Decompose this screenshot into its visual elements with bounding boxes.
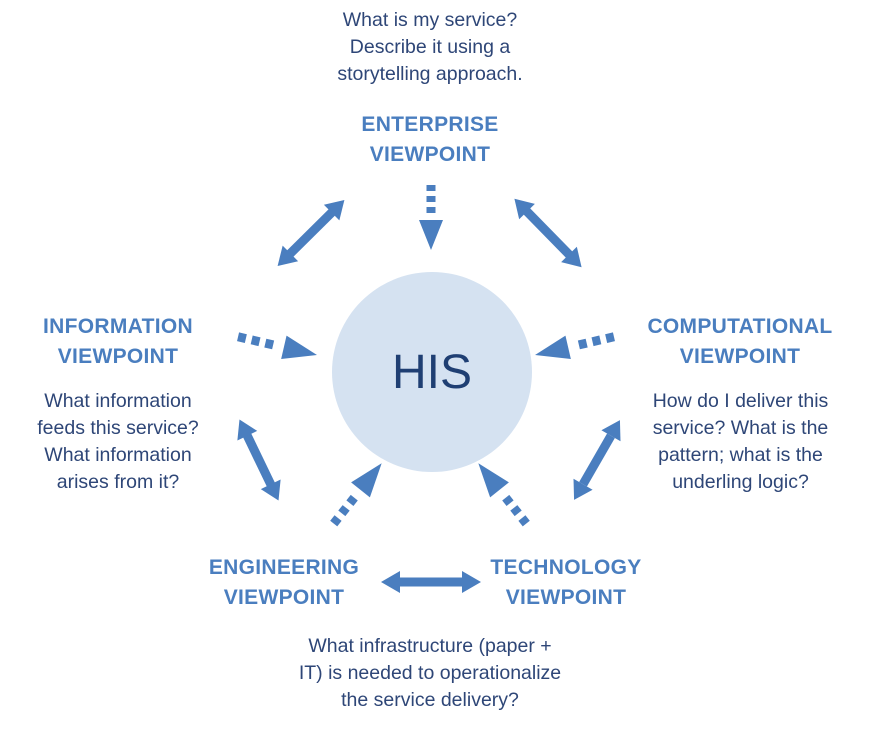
enterprise-title-line: ENTERPRISE: [361, 113, 499, 136]
dotted-arrow-engineering: [330, 463, 382, 527]
arrow-enterprise-information: [277, 199, 345, 267]
computational-description-line: How do I deliver this: [652, 390, 829, 412]
information-title-line: VIEWPOINT: [57, 345, 179, 368]
computational-description: How do I deliver this service? What is t…: [618, 388, 863, 496]
enterprise-description-line: Describe it using a: [349, 36, 511, 58]
information-description-line: feeds this service?: [37, 417, 199, 439]
information-description-line: arises from it?: [56, 471, 180, 493]
dotted-arrow-computational: [535, 332, 615, 360]
infrastructure-description-line: What infrastructure (paper +: [308, 635, 552, 657]
information-description-line: What information: [44, 444, 192, 466]
computational-description-line: service? What is the: [652, 417, 829, 439]
enterprise-description-line: storytelling approach.: [337, 63, 523, 85]
computational-viewpoint-title: COMPUTATIONAL VIEWPOINT: [620, 312, 860, 372]
arrow-enterprise-computational: [514, 198, 582, 268]
his-hub-label: HIS: [391, 345, 472, 399]
enterprise-title-line: VIEWPOINT: [369, 143, 491, 166]
his-hub-circle: [332, 272, 532, 472]
arrow-computational-technology: [573, 420, 621, 500]
infrastructure-description-line: the service delivery?: [341, 689, 519, 711]
technology-title-line: TECHNOLOGY: [490, 556, 642, 579]
arrow-engineering-technology: [381, 571, 481, 593]
enterprise-description-line: What is my service?: [342, 9, 518, 31]
infrastructure-description: What infrastructure (paper + IT) is need…: [250, 633, 610, 714]
information-viewpoint-title: INFORMATION VIEWPOINT: [8, 312, 228, 372]
infrastructure-description-line: IT) is needed to operationalize: [298, 662, 562, 684]
engineering-viewpoint-title: ENGINEERING VIEWPOINT: [174, 553, 394, 613]
engineering-title-line: ENGINEERING: [208, 556, 360, 579]
enterprise-viewpoint-title: ENTERPRISE VIEWPOINT: [300, 110, 560, 170]
information-description-line: What information: [44, 390, 192, 412]
dotted-arrow-technology: [478, 463, 530, 527]
technology-title-line: VIEWPOINT: [505, 586, 627, 609]
information-description: What information feeds this service? Wha…: [8, 388, 228, 496]
computational-description-line: underling logic?: [672, 471, 809, 493]
technology-viewpoint-title: TECHNOLOGY VIEWPOINT: [456, 553, 676, 613]
computational-title-line: VIEWPOINT: [679, 345, 801, 368]
arrow-information-engineering: [237, 419, 281, 501]
enterprise-description: What is my service? Describe it using a …: [270, 7, 590, 88]
computational-title-line: COMPUTATIONAL: [647, 315, 833, 338]
dotted-arrow-information: [237, 332, 317, 360]
information-title-line: INFORMATION: [43, 315, 193, 338]
dotted-arrow-enterprise: [419, 185, 443, 250]
engineering-title-line: VIEWPOINT: [223, 586, 345, 609]
computational-description-line: pattern; what is the: [658, 444, 823, 466]
